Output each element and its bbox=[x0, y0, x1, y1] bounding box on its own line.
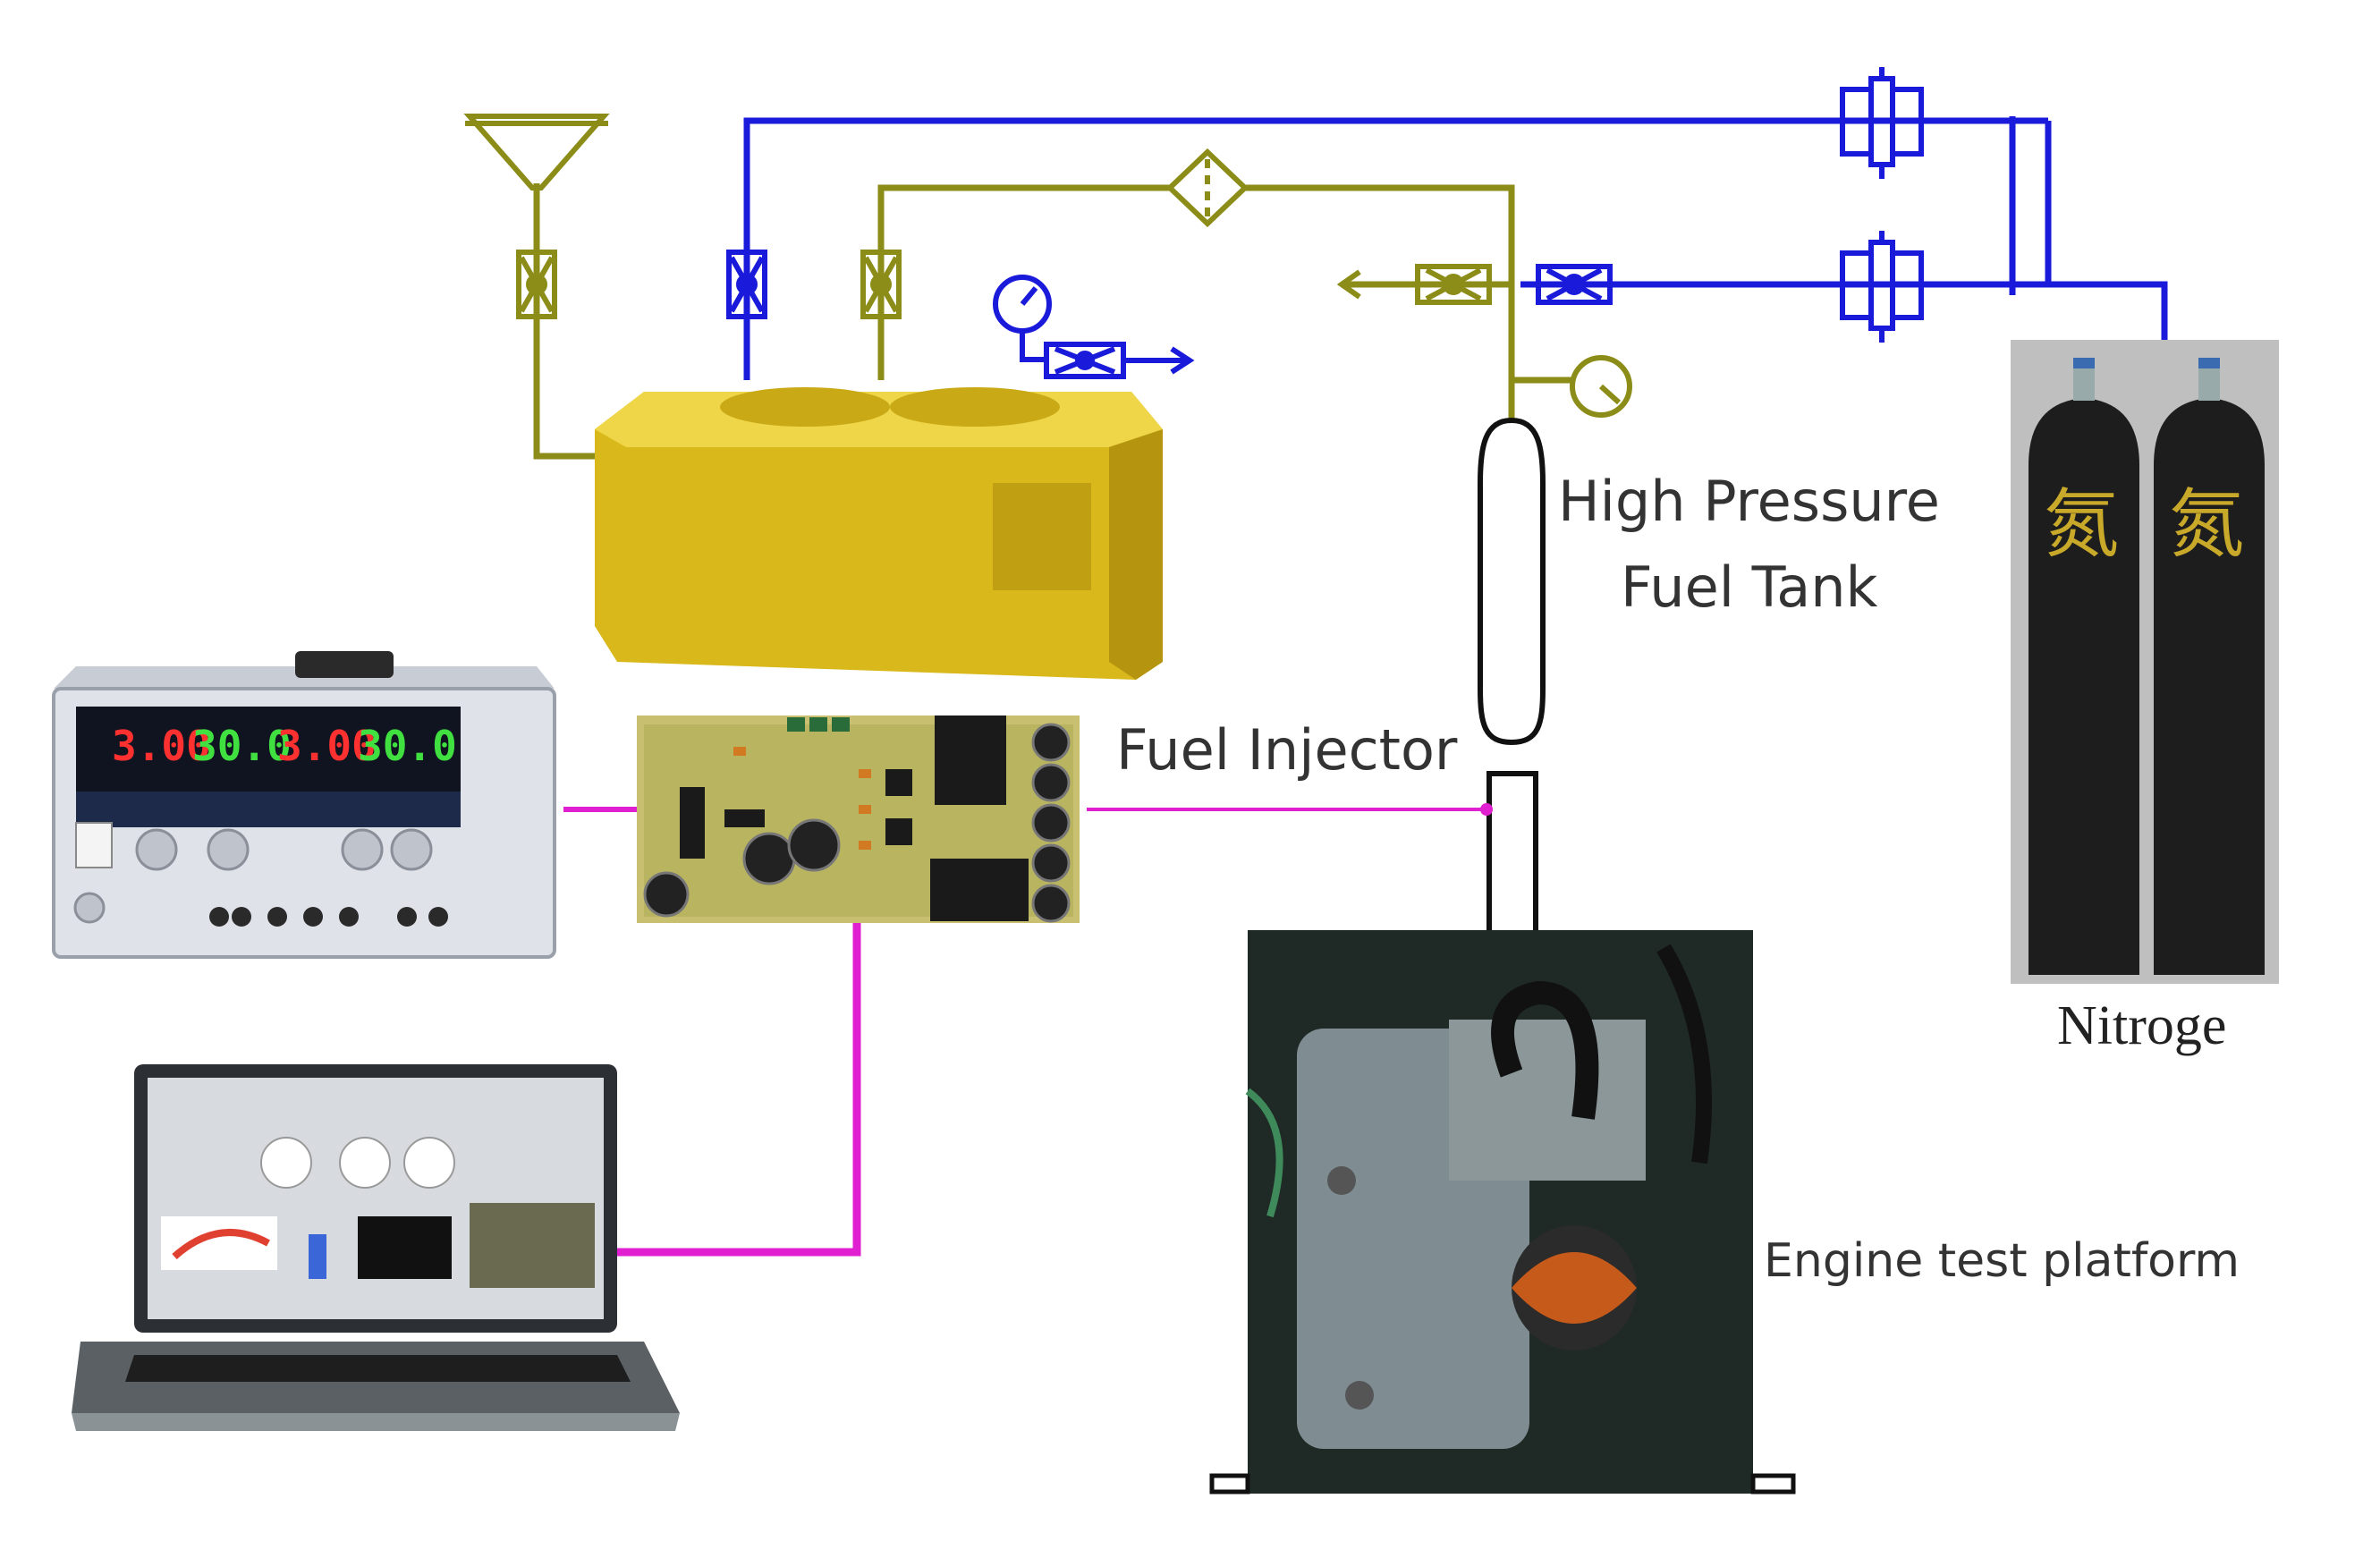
power-supply-icon: 3.00 30.0 3.00 30.0 bbox=[52, 651, 556, 959]
cylinder-label-left: 氮 bbox=[2044, 480, 2119, 568]
fill-valve-icon bbox=[516, 250, 557, 319]
nitrogen-cylinders-icon: 氮 氮 bbox=[2011, 340, 2279, 984]
high-pressure-fuel-tank bbox=[1478, 417, 1546, 746]
nitrogen-valve-icon bbox=[1536, 264, 1613, 305]
regulator-middle-icon bbox=[1840, 231, 1924, 343]
nitrogen-inlet-valve-icon bbox=[726, 250, 767, 319]
label-fuel-tank: Fuel Tank bbox=[1621, 555, 1878, 620]
injector-stem bbox=[1486, 771, 1538, 942]
laptop-icon bbox=[72, 1064, 680, 1431]
injector-connector bbox=[1480, 803, 1493, 816]
cylinder-label-right: 氮 bbox=[2169, 480, 2244, 568]
vent-gauge-icon bbox=[993, 275, 1195, 379]
label-fuel-injector: Fuel Injector bbox=[1116, 717, 1458, 783]
label-high-pressure: High Pressure bbox=[1558, 469, 1940, 534]
display-4: 30.0 bbox=[358, 722, 457, 770]
fuel-tank-icon bbox=[595, 387, 1163, 680]
fuel-filter-icon bbox=[1165, 148, 1249, 228]
engine-icon bbox=[1245, 930, 1753, 1494]
return-valve-icon bbox=[1336, 264, 1492, 305]
display-2: 30.0 bbox=[192, 722, 292, 770]
label-engine-platform: Engine test platform bbox=[1764, 1234, 2240, 1288]
label-nitrogen: Nitroge bbox=[2057, 995, 2227, 1056]
regulator-top-icon bbox=[1840, 67, 1924, 179]
display-3: 3.00 bbox=[277, 722, 377, 770]
funnel-icon bbox=[463, 114, 610, 191]
driver-board-icon bbox=[637, 715, 1080, 923]
signal-line bbox=[563, 807, 1485, 1257]
platform-feet bbox=[1209, 1473, 1796, 1494]
pressure-gauge-icon bbox=[1570, 355, 1632, 418]
display-1: 3.00 bbox=[112, 722, 211, 770]
fuel-valve-icon bbox=[860, 250, 902, 319]
nitrogen-line-middle bbox=[1520, 121, 2168, 340]
